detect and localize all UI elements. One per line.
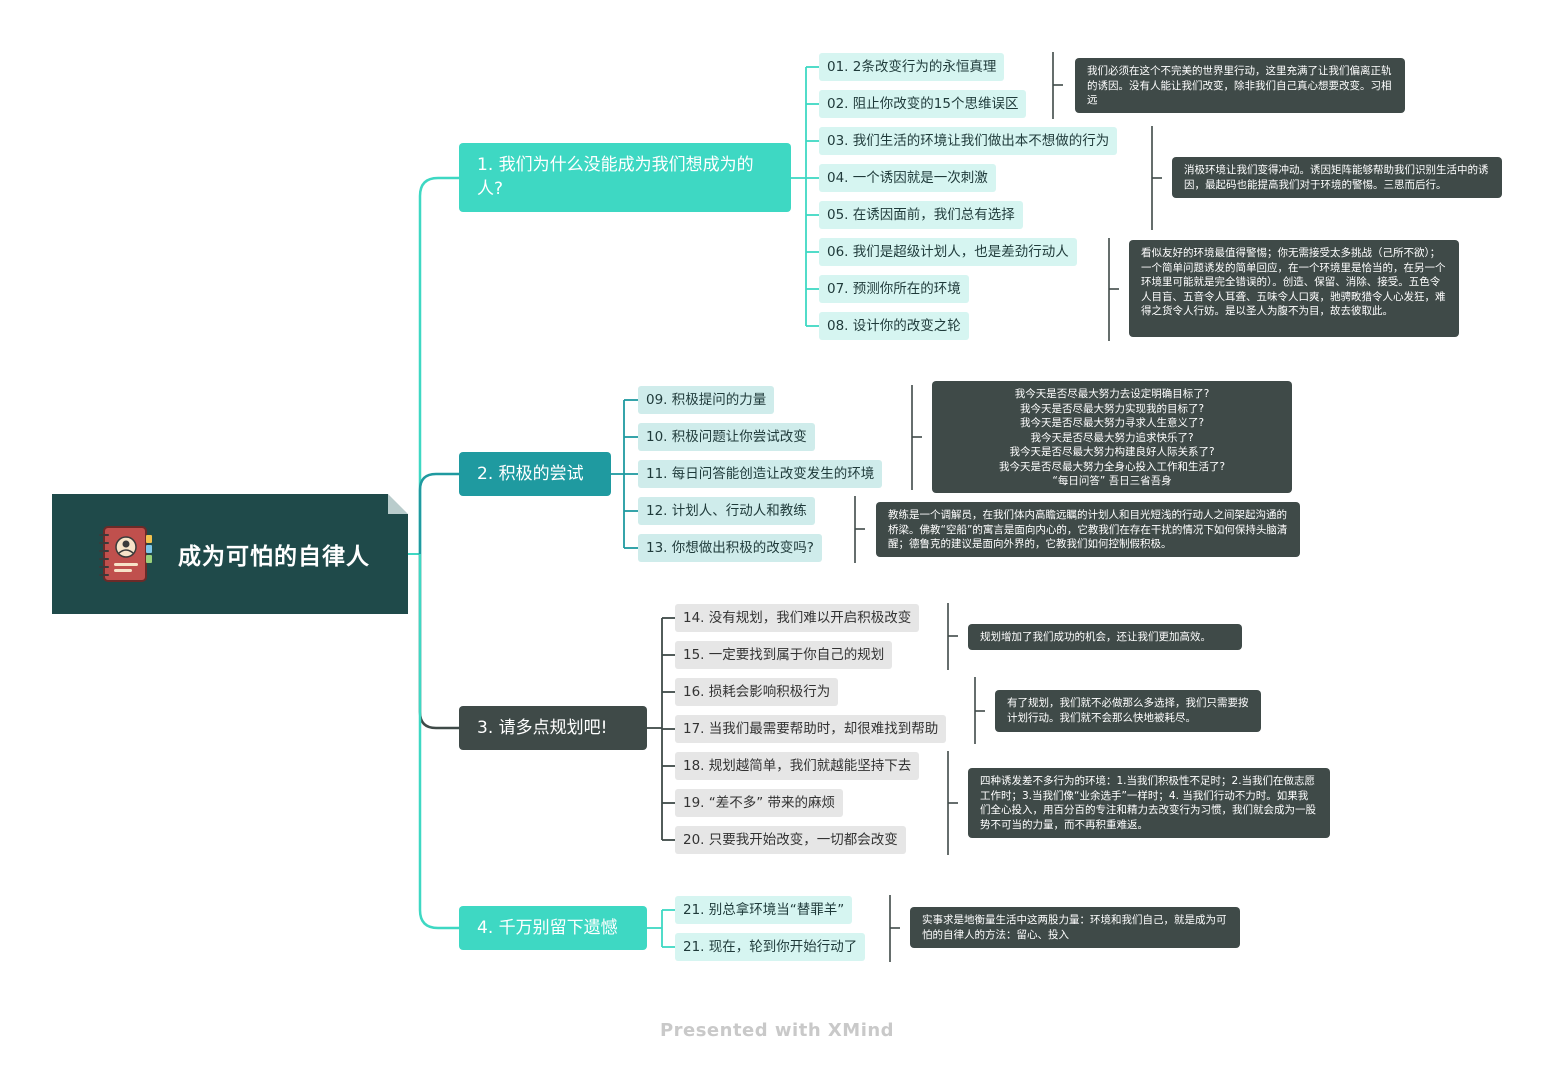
summary-note-daily-questions[interactable]: 我今天是否尽最大努力去设定明确目标了? 我今天是否尽最大努力实现我的目标了? 我… [932,381,1292,493]
branch-2-topic[interactable]: 2. 积极的尝试 [459,452,611,496]
daily-question-footer: “每日问答” 吾日三省吾身 [1052,475,1172,487]
subtopic-09[interactable]: 09. 积极提问的力量 [638,386,775,414]
subtopic-06[interactable]: 06. 我们是超级计划人，也是差劲行动人 [819,238,1077,266]
summary-note-2-text: 消极环境让我们变得冲动。诱因矩阵能够帮助我们识别生活中的诱因，最起码也能提高我们… [1184,164,1489,191]
daily-question-2: 我今天是否尽最大努力实现我的目标了? [1019,402,1205,415]
subtopic-05[interactable]: 05. 在诱因面前，我们总有选择 [819,201,1023,229]
summary-note-depletion-text: 有了规划，我们就不必做那么多选择，我们只需要按计划行动。我们就不会那么快地被耗尽… [1007,697,1249,724]
summary-note-coach-text: 教练是一个调解员，在我们体内高瞻远瞩的计划人和目光短浅的行动人之间架起沟通的桥梁… [888,509,1288,550]
summary-note-close-enough[interactable]: 四种诱发差不多行为的环境：1.当我们积极性不足时；2.当我们在做志愿工作时；3.… [968,768,1330,838]
branch-3-title: 3. 请多点规划吧! [477,718,608,738]
subtopic-16[interactable]: 16. 损耗会影响积极行为 [675,678,839,706]
summary-note-3-text: 看似友好的环境最值得警惕；你无需接受太多挑战（己所不欲）；一个简单问题诱发的简单… [1141,247,1446,317]
subtopic-02[interactable]: 02. 阻止你改变的15个思维误区 [819,90,1027,118]
summary-note-close-enough-text: 四种诱发差不多行为的环境：1.当我们积极性不足时；2.当我们在做志愿工作时；3.… [980,775,1316,831]
daily-question-5: 我今天是否尽最大努力构建良好人际关系了? [1009,446,1215,458]
notebook-avatar-icon [98,523,156,585]
subtopic-10[interactable]: 10. 积极问题让你尝试改变 [638,423,815,451]
subtopic-20[interactable]: 20. 只要我开始改变，一切都会改变 [675,826,906,854]
summary-note-regret[interactable]: 实事求是地衡量生活中这两股力量：环境和我们自己，就是成为可怕的自律人的方法：留心… [910,907,1240,948]
summary-note-planning[interactable]: 规划增加了我们成功的机会，还让我们更加高效。 [968,624,1242,650]
subtopic-17[interactable]: 17. 当我们最需要帮助时，却很难找到帮助 [675,715,947,743]
daily-question-4: 我今天是否尽最大努力追求快乐了? [1030,431,1194,444]
branch-1-topic[interactable]: 1. 我们为什么没能成为我们想成为的人? [459,143,791,212]
branch-3-topic[interactable]: 3. 请多点规划吧! [459,706,647,750]
branch-2-title: 2. 积极的尝试 [477,464,584,484]
branch-1-title: 1. 我们为什么没能成为我们想成为的人? [477,155,754,199]
summary-note-2[interactable]: 消极环境让我们变得冲动。诱因矩阵能够帮助我们识别生活中的诱因，最起码也能提高我们… [1172,157,1502,198]
daily-question-6: 我今天是否尽最大努力全身心投入工作和生活了? [998,460,1226,473]
subtopic-07[interactable]: 07. 预测你所在的环境 [819,275,969,303]
summary-note-planning-text: 规划增加了我们成功的机会，还让我们更加高效。 [980,631,1211,643]
subtopic-01[interactable]: 01. 2条改变行为的永恒真理 [819,53,1005,81]
subtopic-13[interactable]: 13. 你想做出积极的改变吗? [638,534,822,562]
subtopic-04[interactable]: 04. 一个诱因就是一次刺激 [819,164,996,192]
subtopic-18[interactable]: 18. 规划越简单，我们就越能坚持下去 [675,752,920,780]
summary-note-regret-text: 实事求是地衡量生活中这两股力量：环境和我们自己，就是成为可怕的自律人的方法：留心… [922,914,1227,941]
subtopic-21b[interactable]: 21. 现在，轮到你开始行动了 [675,933,866,961]
subtopic-19[interactable]: 19. “差不多” 带来的麻烦 [675,789,844,817]
summary-note-1[interactable]: 我们必须在这个不完美的世界里行动，这里充满了让我们偏离正轨的诱因。没有人能让我们… [1075,58,1405,113]
root-topic[interactable]: 成为可怕的自律人 [52,494,408,614]
fold-corner [388,494,408,514]
root-title: 成为可怕的自律人 [178,544,370,570]
daily-question-1: 我今天是否尽最大努力去设定明确目标了? [1014,388,1210,400]
summary-note-coach[interactable]: 教练是一个调解员，在我们体内高瞻远瞩的计划人和目光短浅的行动人之间架起沟通的桥梁… [876,502,1300,557]
xmind-watermark: Presented with XMind [659,1020,895,1041]
daily-question-3: 我今天是否尽最大努力寻求人生意义了? [1019,417,1205,429]
subtopic-11[interactable]: 11. 每日问答能创造让改变发生的环境 [638,460,883,488]
branch-4-title: 4. 千万别留下遗憾 [477,918,618,938]
summary-note-1-text: 我们必须在这个不完美的世界里行动，这里充满了让我们偏离正轨的诱因。没有人能让我们… [1087,65,1392,106]
summary-note-depletion[interactable]: 有了规划，我们就不必做那么多选择，我们只需要按计划行动。我们就不会那么快地被耗尽… [995,690,1261,732]
subtopic-15[interactable]: 15. 一定要找到属于你自己的规划 [675,641,893,669]
branch-4-topic[interactable]: 4. 千万别留下遗憾 [459,906,647,950]
subtopic-08[interactable]: 08. 设计你的改变之轮 [819,312,969,340]
subtopic-03[interactable]: 03. 我们生活的环境让我们做出本不想做的行为 [819,127,1118,155]
summary-note-3[interactable]: 看似友好的环境最值得警惕；你无需接受太多挑战（己所不欲）；一个简单问题诱发的简单… [1129,240,1459,337]
subtopic-21a[interactable]: 21. 别总拿环境当“替罪羊” [675,896,853,924]
subtopic-14[interactable]: 14. 没有规划，我们难以开启积极改变 [675,604,920,632]
subtopic-12[interactable]: 12. 计划人、行动人和教练 [638,497,815,525]
